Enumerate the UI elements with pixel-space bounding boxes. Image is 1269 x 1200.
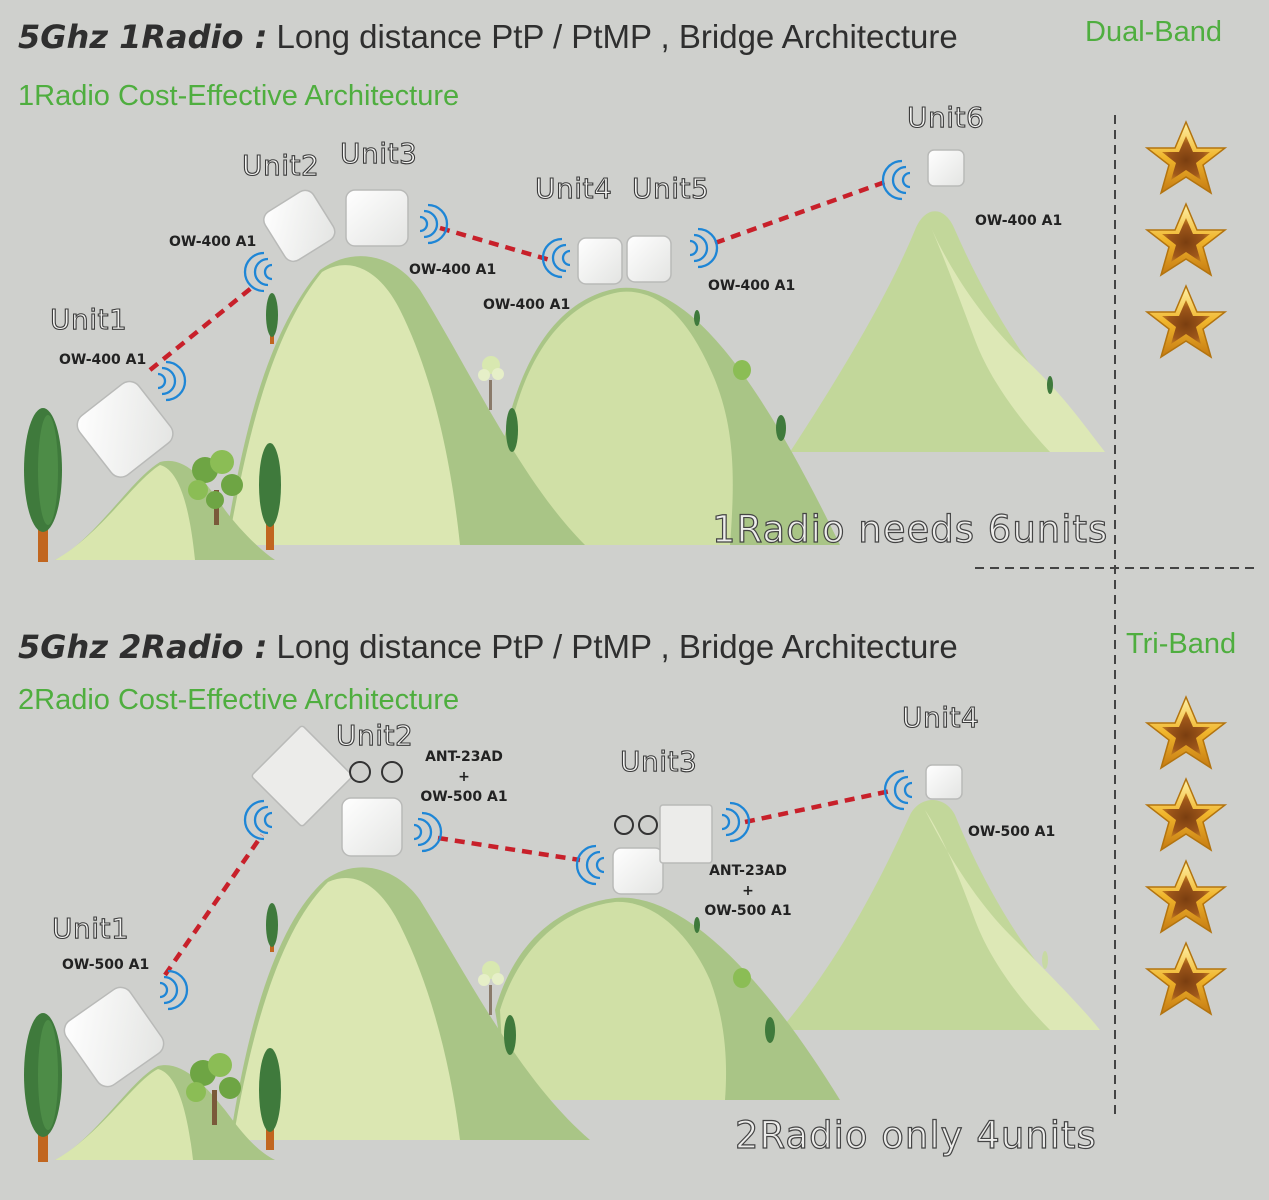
top-unit2-label: Unit2 — [241, 148, 320, 182]
top-unit6-model: OW-400 A1 — [975, 213, 1063, 229]
bottom-stars — [1146, 696, 1226, 1015]
top-stars — [1146, 121, 1226, 358]
bottom-unit1-label: Unit1 — [51, 911, 130, 945]
top-access-points — [76, 149, 965, 478]
bottom-unit3-combo: ANT-23AD + OW-500 A1 — [702, 861, 794, 921]
combo-ow-label: OW-500 A1 — [420, 789, 508, 805]
top-unit1-model: OW-400 A1 — [59, 352, 147, 368]
bottom-title-rest: Long distance PtP / PtMP , Bridge Archit… — [267, 628, 958, 665]
top-unit3-model: OW-400 A1 — [409, 262, 497, 278]
top-unit5-model: OW-400 A1 — [708, 278, 796, 294]
top-unit1-label: Unit1 — [49, 302, 128, 336]
bottom-unit4-label: Unit4 — [901, 700, 980, 734]
bottom-unit4-model: OW-500 A1 — [968, 824, 1056, 840]
bottom-subtitle: 2Radio Cost-Effective Architecture — [18, 684, 460, 716]
bottom-unit2-label: Unit2 — [335, 718, 414, 752]
bottom-summary: 2Radio only 4units — [734, 1113, 1097, 1157]
bottom-unit1-model: OW-500 A1 — [62, 957, 150, 973]
bottom-landscape — [55, 800, 1100, 1160]
top-unit5-label: Unit5 — [631, 171, 710, 205]
combo-plus: + — [458, 769, 470, 785]
combo-ant-label: ANT-23AD — [709, 863, 787, 879]
combo-plus: + — [742, 883, 754, 899]
top-title-bold: 5Ghz 1Radio : — [18, 18, 268, 56]
combo-ow-label: OW-500 A1 — [704, 903, 792, 919]
top-unit4-model: OW-400 A1 — [483, 297, 571, 313]
bottom-unit3-label: Unit3 — [619, 744, 698, 778]
top-trees — [24, 293, 1053, 562]
bottom-access-points — [63, 725, 963, 1088]
bottom-title: 5Ghz 2Radio : Long distance PtP / PtMP ,… — [18, 628, 958, 666]
top-landscape — [55, 211, 1105, 560]
top-title: 5Ghz 1Radio : Long distance PtP / PtMP ,… — [18, 18, 958, 56]
bottom-band-label: Tri-Band — [1126, 628, 1237, 660]
bottom-trees — [24, 903, 1048, 1162]
bottom-unit2-combo: ANT-23AD + OW-500 A1 — [418, 747, 510, 807]
bottom-links — [163, 787, 896, 977]
top-band-label: Dual-Band — [1085, 16, 1223, 48]
top-unit4-label: Unit4 — [534, 171, 613, 205]
top-title-rest: Long distance PtP / PtMP , Bridge Archit… — [267, 18, 958, 55]
top-unit6-label: Unit6 — [906, 100, 985, 134]
top-subtitle: 1Radio Cost-Effective Architecture — [18, 80, 460, 112]
bottom-title-bold: 5Ghz 2Radio : — [18, 628, 268, 666]
top-summary: 1Radio needs 6units — [711, 507, 1109, 551]
top-unit2-model: OW-400 A1 — [169, 234, 257, 250]
top-links — [148, 179, 886, 372]
combo-ant-label: ANT-23AD — [425, 749, 503, 765]
top-unit3-label: Unit3 — [339, 136, 418, 170]
